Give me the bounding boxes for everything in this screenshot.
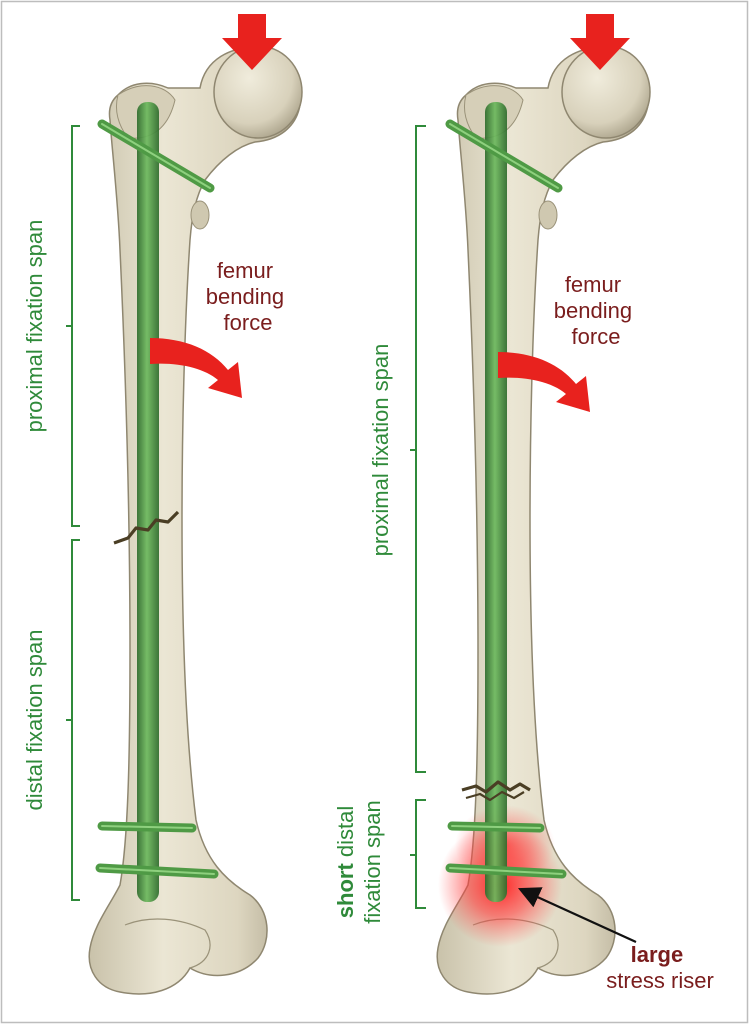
left-force-label: femur bending force xyxy=(206,258,290,335)
left-distal-bracket xyxy=(66,539,80,901)
stress-riser-pointer xyxy=(517,887,637,944)
right-load-arrow xyxy=(570,14,630,70)
stress-riser-label: large stress riser xyxy=(606,942,714,993)
right-proximal-bracket xyxy=(410,125,426,773)
left-nail xyxy=(137,102,159,902)
right-nail xyxy=(485,102,507,902)
right-femur-panel: proximal fixation span short distal fixa… xyxy=(333,14,714,995)
right-force-label: femur bending force xyxy=(554,272,638,349)
left-femur-bone xyxy=(88,46,302,995)
left-proximal-label: proximal fixation span xyxy=(22,220,47,433)
right-proximal-label: proximal fixation span xyxy=(368,344,393,557)
left-distal-label: distal fixation span xyxy=(22,630,47,811)
left-proximal-bracket xyxy=(66,125,80,527)
right-distal-bracket xyxy=(410,799,426,909)
right-bending-arrow xyxy=(498,352,590,412)
right-fixation-span-label: fixation span xyxy=(360,800,385,924)
left-fracture-line xyxy=(113,510,180,545)
left-bending-arrow xyxy=(150,338,242,398)
right-short-distal-label: short distal xyxy=(333,806,358,918)
left-load-arrow xyxy=(222,14,282,70)
right-fracture-line xyxy=(461,780,531,794)
left-femur-panel: proximal fixation span distal fixation s… xyxy=(22,14,303,995)
